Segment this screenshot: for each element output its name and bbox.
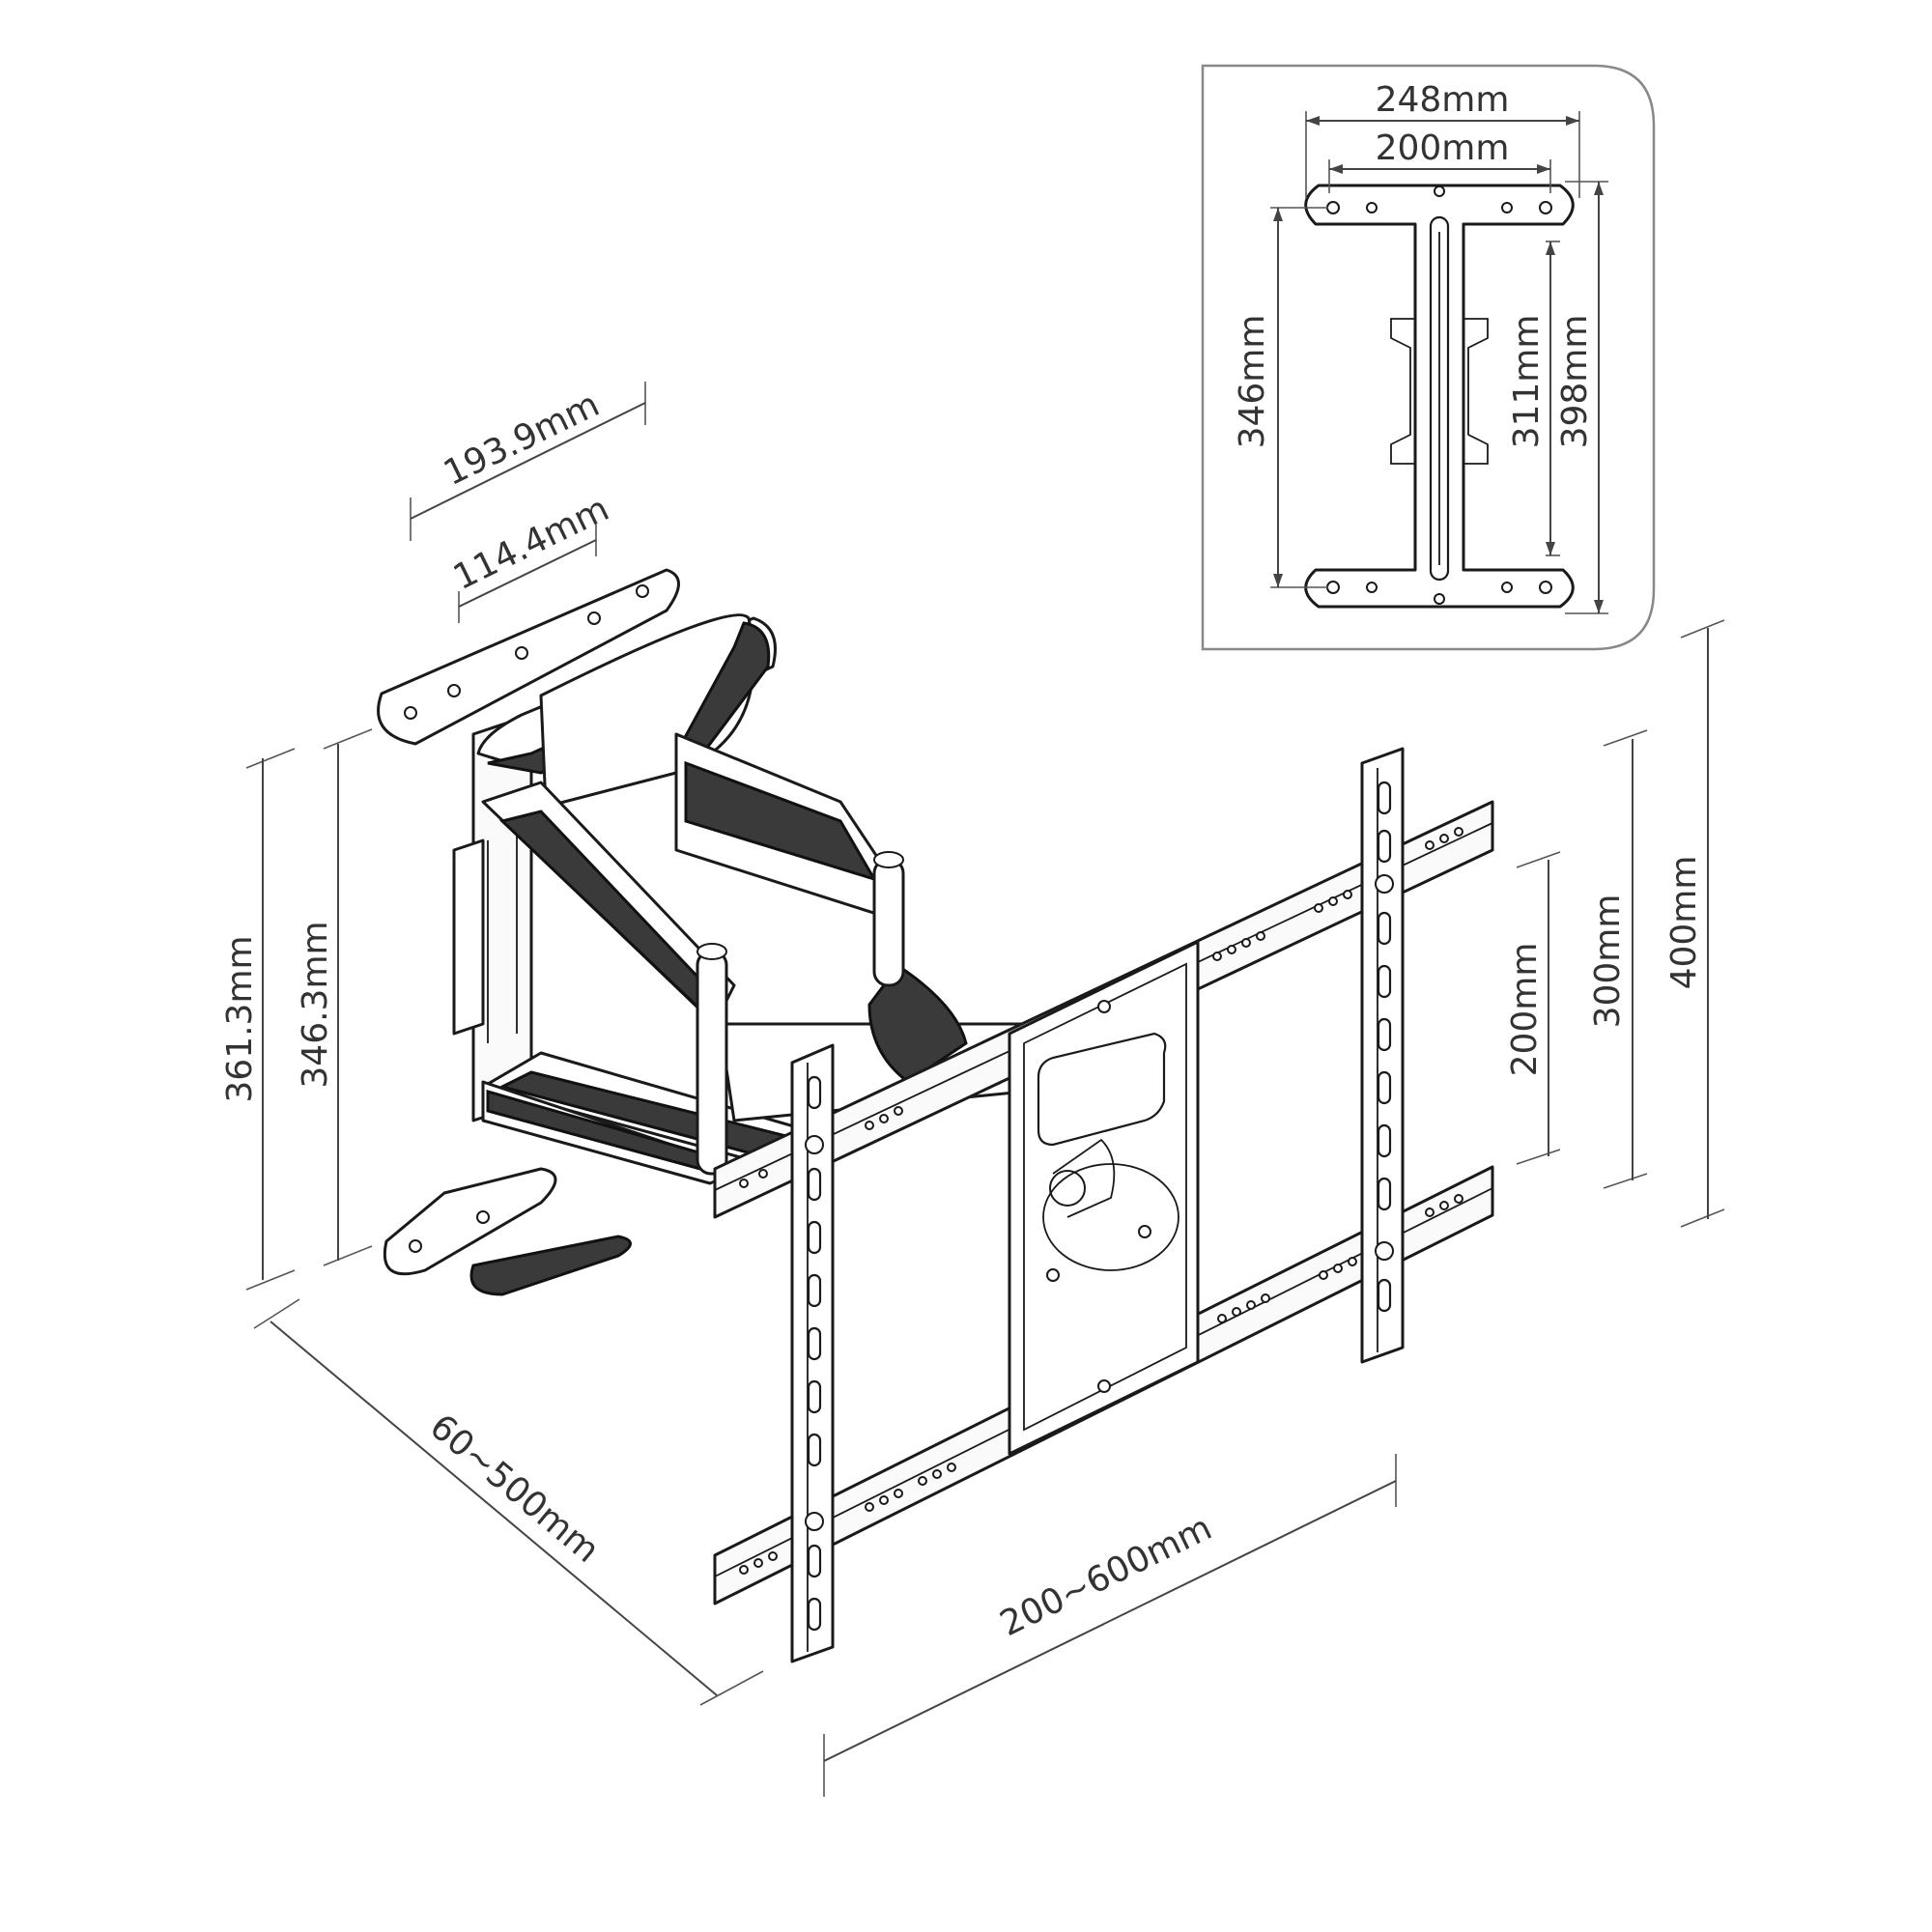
mount-assembly <box>377 568 1494 1663</box>
vertical-bracket-left <box>790 1043 835 1663</box>
rail-top-holes <box>739 827 1463 1188</box>
wall-plate-bottom <box>383 1167 557 1276</box>
inset-width-inner-label: 200mm <box>1376 128 1510 168</box>
dim-vesa-300: 300mm <box>1588 729 1648 1189</box>
vesa-400-label: 400mm <box>1664 856 1704 990</box>
vertical-bracket-right <box>1360 747 1405 1364</box>
dim-height-inner: 346.3mm <box>296 728 373 1266</box>
wall-column <box>452 713 533 1122</box>
inset-width-outer-label: 248mm <box>1376 80 1510 120</box>
inset-frame <box>1201 64 1656 651</box>
upper-arm <box>476 613 777 809</box>
middle-arm <box>481 732 900 1026</box>
inset-dim-311: 311mm <box>1507 241 1560 556</box>
height-inner-label: 346.3mm <box>296 921 335 1088</box>
dim-extension: 60~500mm <box>253 1298 764 1706</box>
pivot-cylinders <box>696 851 905 1176</box>
dim-vesa-200: 200mm <box>1505 851 1561 1165</box>
center-plate <box>1008 940 1200 1456</box>
extension-label: 60~500mm <box>422 1406 607 1570</box>
vesa-200-label: 200mm <box>1505 943 1545 1077</box>
rail-bottom-holes <box>739 1194 1463 1575</box>
dim-height-outer: 361.3mm <box>220 748 296 1291</box>
inset-dim-398: 398mm <box>1555 181 1608 614</box>
inset-height-left-label: 346mm <box>1233 315 1272 449</box>
inset-dim-200: 200mm <box>1328 128 1551 193</box>
inset-panel: 248mm 200mm 346mm 311mm <box>1201 64 1656 651</box>
height-outer-label: 361.3mm <box>220 935 260 1102</box>
inset-height-mid-label: 311mm <box>1507 315 1547 449</box>
wall-plate-top <box>377 568 680 746</box>
inset-wall-plate <box>1304 184 1575 609</box>
dim-vesa-400: 400mm <box>1664 619 1725 1228</box>
inset-dim-248: 248mm <box>1305 80 1580 198</box>
inset-height-right-label: 398mm <box>1555 315 1595 449</box>
vesa-300-label: 300mm <box>1588 895 1628 1029</box>
plate-width-outer-label: 193.9mm <box>438 384 606 494</box>
inset-dim-346: 346mm <box>1233 207 1328 588</box>
